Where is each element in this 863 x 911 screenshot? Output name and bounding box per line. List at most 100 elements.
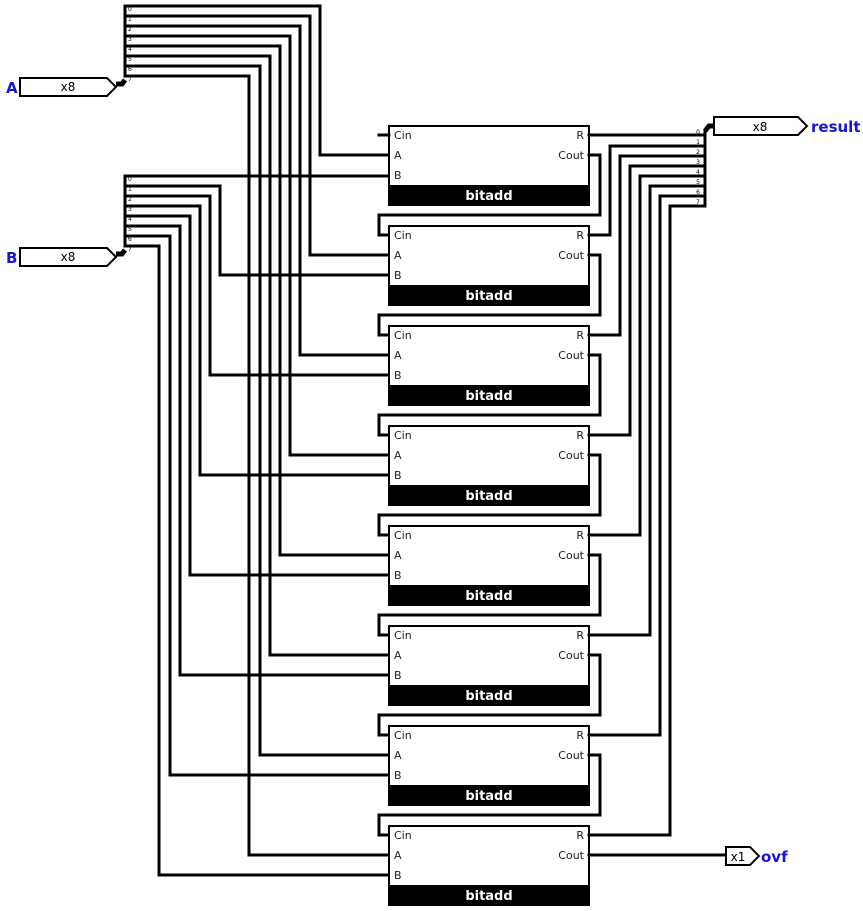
port-r-label: R: [576, 129, 584, 142]
wire-b-bit: [123, 194, 391, 377]
splitter-result-bit-label: 1: [696, 139, 700, 146]
port-b-label: B: [394, 269, 402, 282]
wire-b-bit: [123, 214, 391, 577]
port-b-label: B: [394, 169, 402, 182]
splitter-result-bit-label: 4: [696, 169, 700, 176]
port-a-label: A: [394, 349, 402, 362]
bitadd-title: bitadd: [465, 889, 512, 904]
splitter-b-bus: [116, 248, 127, 257]
splitter-a-bit-label: 7: [128, 76, 132, 83]
wire-carry: [377, 653, 602, 737]
output-pin-result[interactable]: [713, 116, 809, 136]
wire-carry: [377, 453, 602, 537]
input-name-label: B: [6, 249, 17, 267]
wire-b-bit: [123, 224, 391, 677]
splitter-result-bit-label: 6: [696, 189, 700, 196]
splitter-result-bit-label: 5: [696, 179, 700, 186]
port-cin-label: Cin: [394, 329, 412, 342]
input-pin-a[interactable]: [19, 77, 118, 97]
port-r-label: R: [576, 429, 584, 442]
bitadd-title-band: [389, 885, 589, 906]
bitadd-title: bitadd: [465, 689, 512, 704]
port-cin-label: Cin: [394, 729, 412, 742]
output-pin-ovf[interactable]: [725, 846, 761, 866]
output-width-label: x1: [731, 850, 746, 864]
bitadd-title: bitadd: [465, 789, 512, 804]
bitadd-title-band: [389, 385, 589, 406]
bitadd-title-band: [389, 285, 589, 306]
port-cout-label: Cout: [558, 449, 584, 462]
port-cout-label: Cout: [558, 549, 584, 562]
input-name-label: A: [6, 79, 18, 97]
bitadd-title-band: [389, 785, 589, 806]
splitter-result-bit-label: 7: [696, 199, 700, 206]
splitter-b-bit-label: 2: [128, 196, 132, 203]
splitter-a-bit-label: 6: [128, 66, 132, 73]
bitadd-title-band: [389, 185, 589, 206]
wire-result-bit: [587, 164, 707, 437]
splitter-a-bit-label: 0: [128, 6, 132, 13]
port-cin-label: Cin: [394, 529, 412, 542]
splitter-result-bit-label: 3: [696, 159, 700, 166]
port-a-label: A: [394, 249, 402, 262]
bitadd-title: bitadd: [465, 389, 512, 404]
splitter-result-bit-label: 0: [696, 129, 700, 136]
port-cout-label: Cout: [558, 749, 584, 762]
splitter-b-bit-label: 5: [128, 226, 132, 233]
port-b-label: B: [394, 569, 402, 582]
bitadd-title: bitadd: [465, 489, 512, 504]
wire-a-bit: [123, 4, 391, 157]
wire-carry: [377, 753, 602, 837]
port-cout-label: Cout: [558, 349, 584, 362]
port-r-label: R: [576, 629, 584, 642]
output-name-label: result: [811, 118, 861, 136]
wire-a-bit: [123, 74, 391, 857]
splitter-b-bit-label: 7: [128, 246, 132, 253]
splitter-b-bit-label: 6: [128, 236, 132, 243]
wire-b-bit: [123, 184, 391, 277]
port-cout-label: Cout: [558, 849, 584, 862]
wire-b-bit: [123, 244, 391, 877]
splitter-a-bit-label: 2: [128, 26, 132, 33]
port-a-label: A: [394, 849, 402, 862]
port-r-label: R: [576, 529, 584, 542]
wire-a-bit: [123, 34, 391, 457]
bitadd-title-band: [389, 485, 589, 506]
wire-carry: [377, 353, 602, 437]
port-cout-label: Cout: [558, 649, 584, 662]
wire-a-bit: [123, 54, 391, 657]
bitadd-title: bitadd: [465, 589, 512, 604]
wire-a-bit: [123, 44, 391, 557]
port-b-label: B: [394, 469, 402, 482]
input-pin-b[interactable]: [19, 247, 118, 267]
port-cin-label: Cin: [394, 629, 412, 642]
wire-b-bit: [123, 204, 391, 477]
port-b-label: B: [394, 869, 402, 882]
port-r-label: R: [576, 829, 584, 842]
bitadd-title: bitadd: [465, 289, 512, 304]
splitter-a-bus: [116, 78, 127, 87]
wire-b-bit: [123, 234, 391, 777]
output-width-label: x8: [753, 120, 768, 134]
port-b-label: B: [394, 669, 402, 682]
wire-carry: [377, 553, 602, 637]
splitter-b-bit-label: 4: [128, 216, 132, 223]
splitter-b-bit-label: 3: [128, 206, 132, 213]
splitter-a-bit-label: 3: [128, 36, 132, 43]
port-cout-label: Cout: [558, 249, 584, 262]
wire-result-bit: [587, 174, 707, 537]
splitter-b-bit-label: 1: [128, 186, 132, 193]
port-cin-label: Cin: [394, 229, 412, 242]
bitadd-title-band: [389, 685, 589, 706]
port-b-label: B: [394, 369, 402, 382]
wire-result-bit: [587, 184, 707, 637]
port-cout-label: Cout: [558, 149, 584, 162]
splitter-result-bus: [703, 123, 714, 133]
splitter-a-bit-label: 1: [128, 16, 132, 23]
wire-a-bit: [123, 64, 391, 757]
port-b-label: B: [394, 769, 402, 782]
splitter-result-bit-label: 2: [696, 149, 700, 156]
splitter-a-bit-label: 5: [128, 56, 132, 63]
port-cin-label: Cin: [394, 429, 412, 442]
